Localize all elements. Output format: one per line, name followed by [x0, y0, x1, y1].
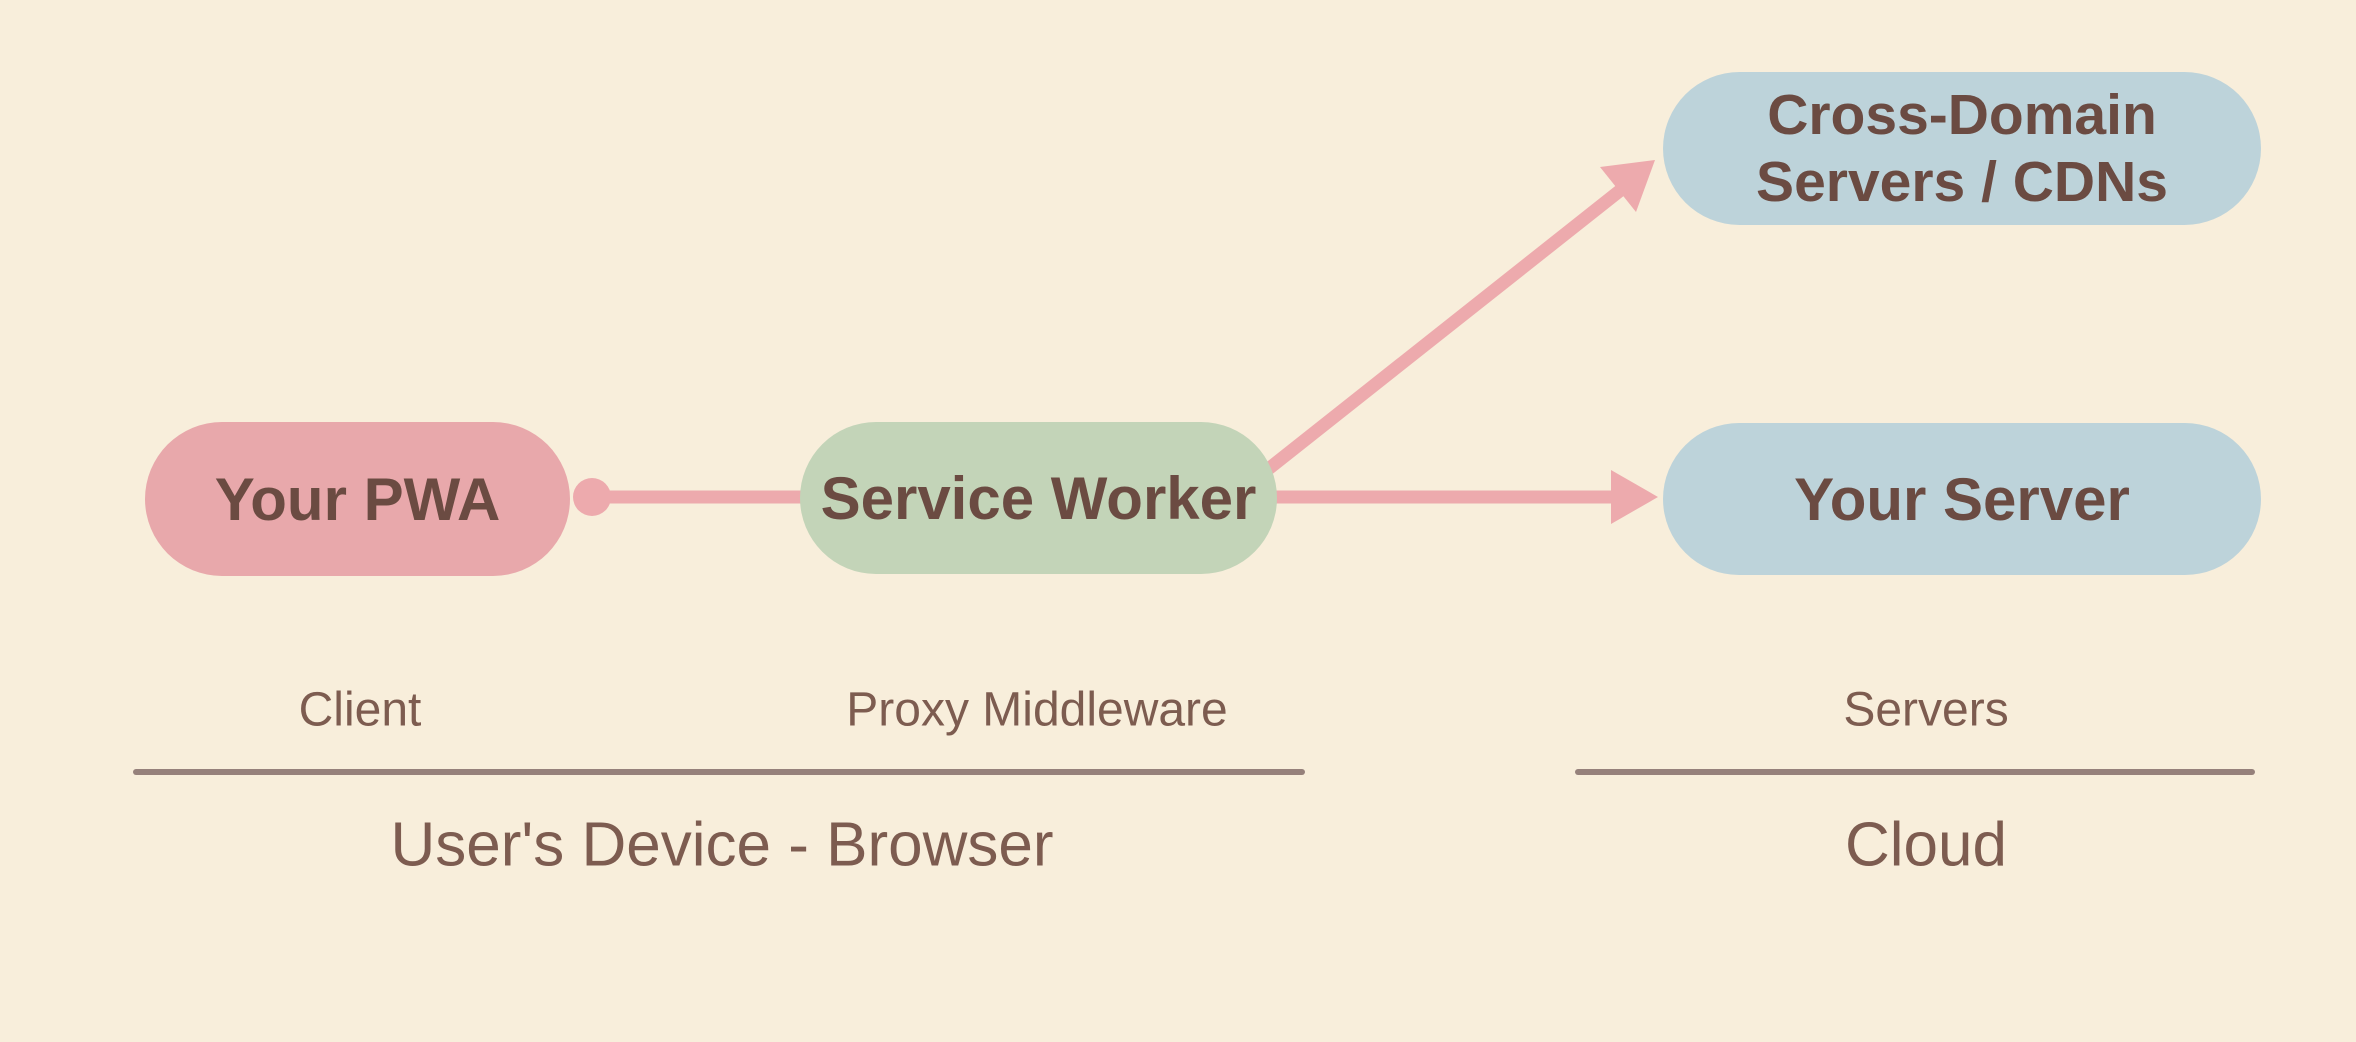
zone-label-client: Client: [298, 683, 422, 737]
group-label-cloud: Cloud: [1845, 810, 2007, 880]
divider-users-device: [133, 769, 1305, 775]
node-your-pwa-label: Your PWA: [214, 465, 501, 533]
node-cross-domain-servers-cdns: Cross-Domain Servers / CDNs: [1663, 72, 2261, 225]
node-service-worker: Service Worker: [800, 422, 1277, 574]
node-your-pwa: Your PWA: [145, 422, 570, 576]
node-service-worker-label: Service Worker: [820, 464, 1257, 532]
arrowhead-to-cross-domain-icon: [1600, 160, 1655, 212]
node-your-server-label: Your Server: [1794, 465, 2130, 533]
zone-label-servers: Servers: [1843, 683, 2009, 737]
link-service-worker-to-cross-domain: [1257, 183, 1627, 480]
group-label-users-device-browser: User's Device - Browser: [390, 810, 1054, 880]
node-your-server: Your Server: [1663, 423, 2261, 575]
divider-cloud: [1575, 769, 2255, 775]
node-cross-domain-servers-cdns-label: Cross-Domain Servers / CDNs: [1756, 83, 2168, 214]
zone-label-proxy-middleware: Proxy Middleware: [846, 683, 1228, 737]
arrowhead-to-your-server-icon: [1611, 470, 1658, 524]
